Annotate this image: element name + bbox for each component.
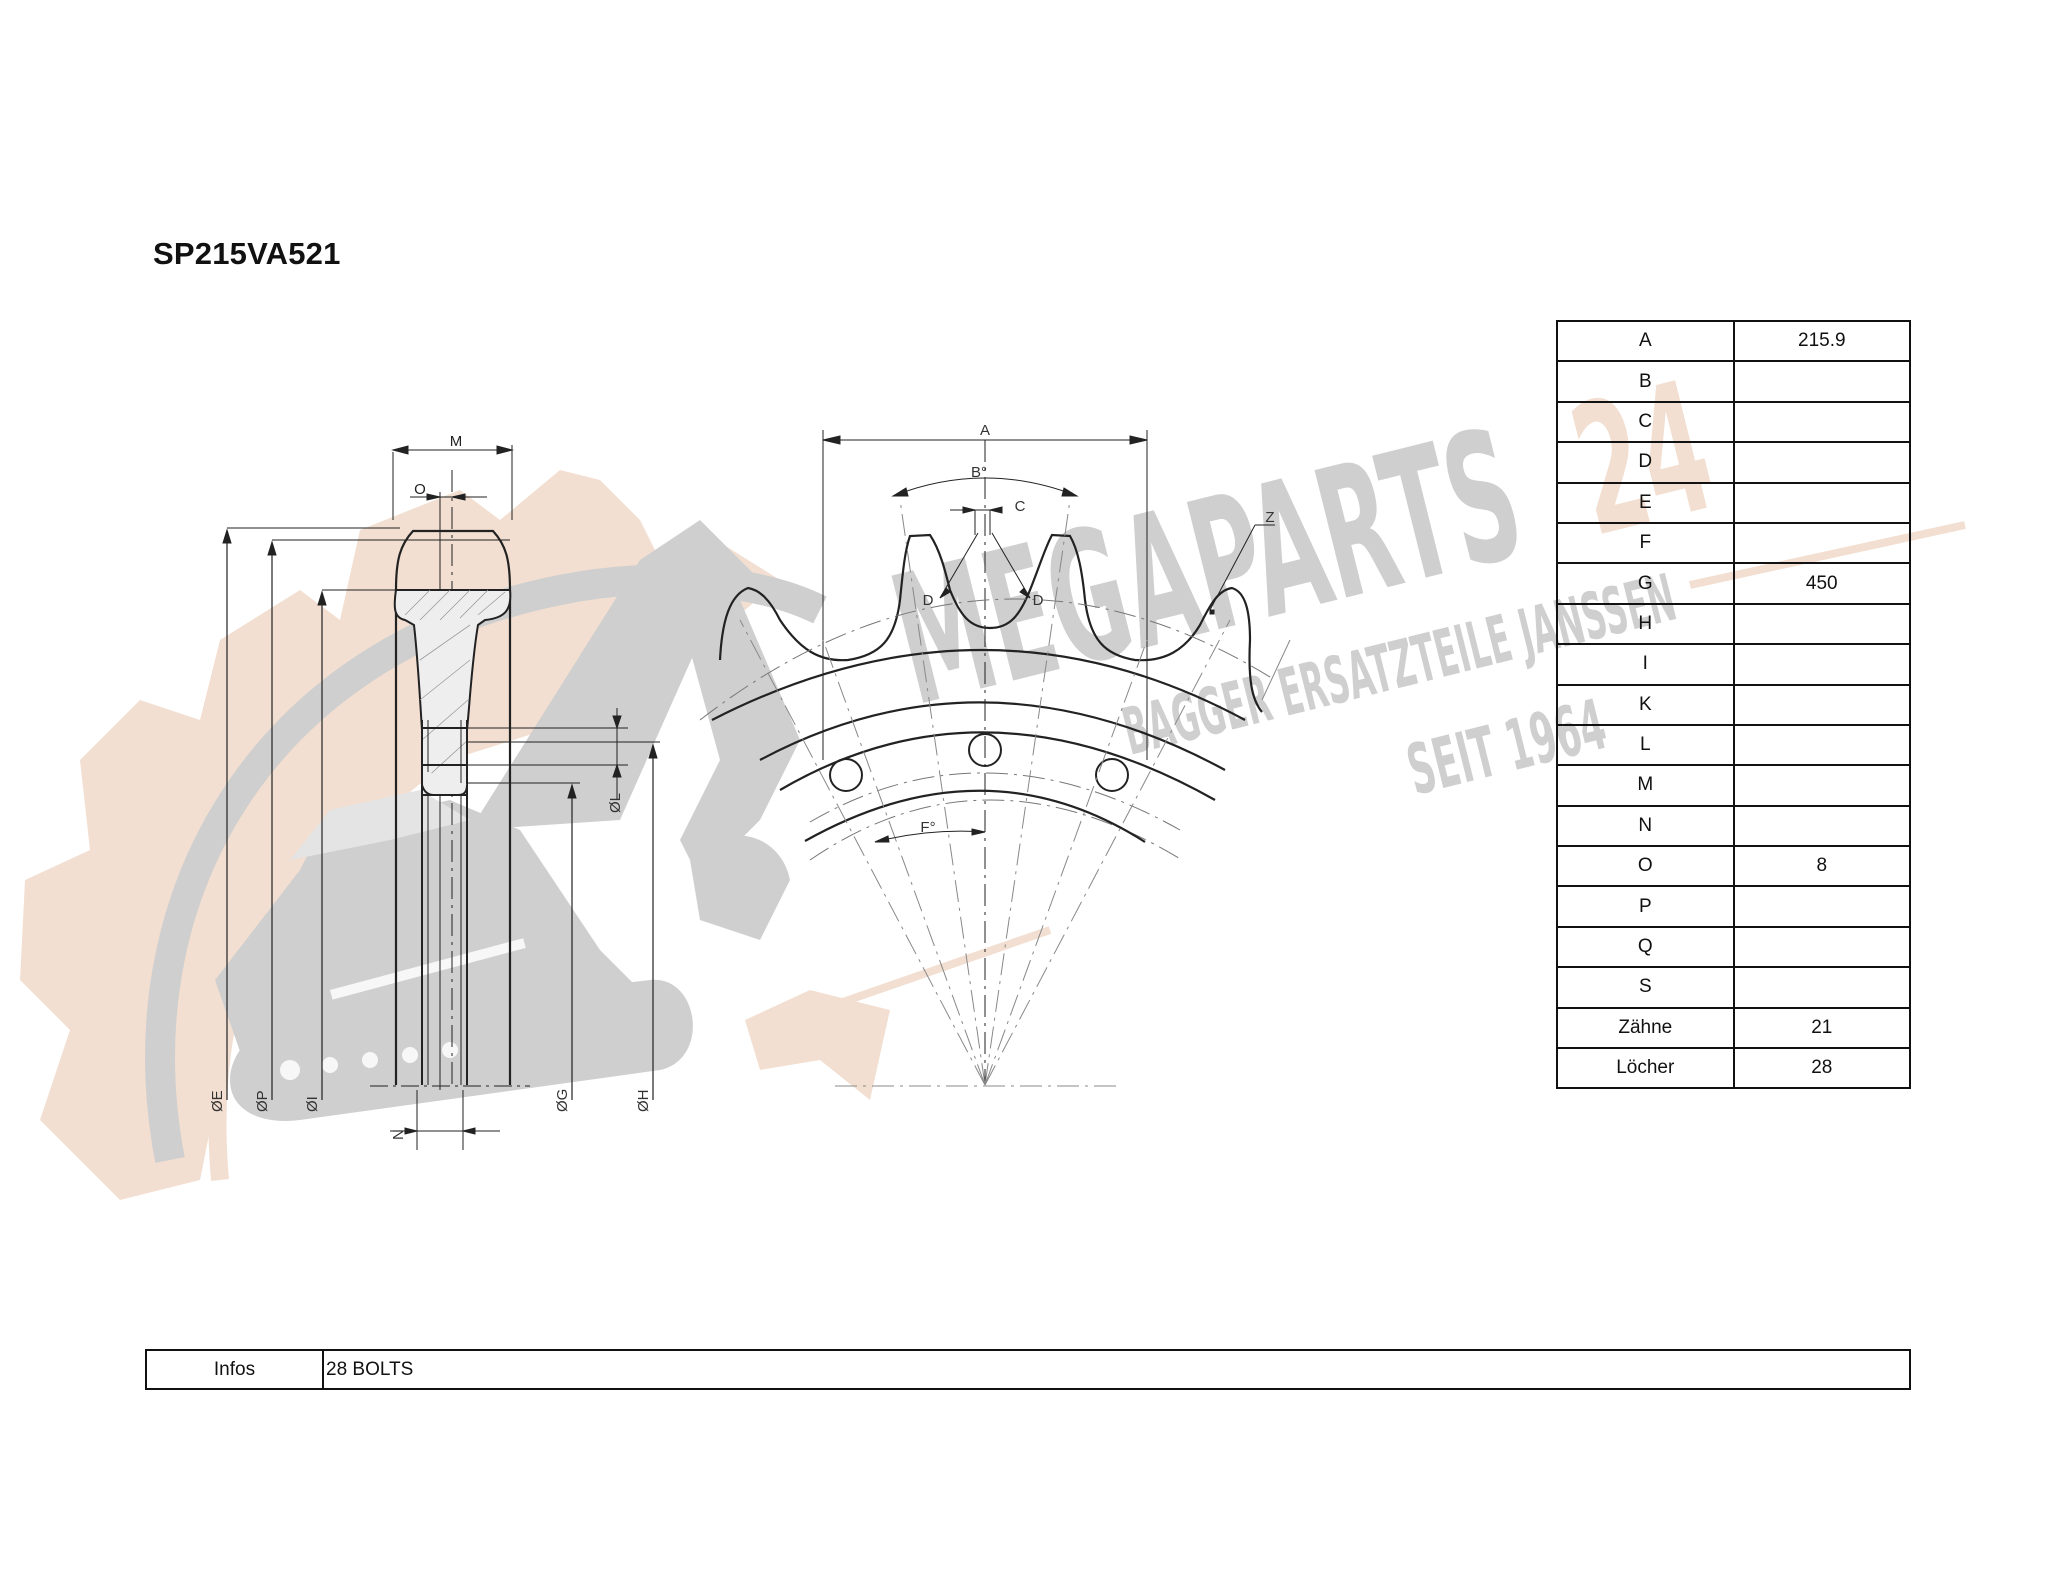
dimension-key: M [1556,764,1735,807]
dimension-key: S [1556,966,1735,1009]
svg-text:ØI: ØI [304,1096,321,1112]
svg-text:F°: F° [920,819,935,836]
svg-text:D: D [1033,592,1044,609]
dimension-key: A [1556,319,1735,363]
dimension-value: 21 [1732,1006,1912,1050]
infos-value: 28 BOLTS [322,1349,1911,1390]
infos-table: Infos 28 BOLTS [145,1349,1911,1390]
table-row: B [1556,360,1912,403]
table-row: P [1556,885,1912,928]
svg-text:M: M [450,433,463,450]
dimension-value [1732,966,1912,1009]
dimension-value: 8 [1732,845,1912,888]
dimension-key: D [1556,441,1735,484]
dimension-key: Q [1556,925,1735,969]
svg-text:ØH: ØH [635,1090,652,1113]
svg-text:N: N [390,1129,407,1140]
svg-text:B°: B° [971,464,987,481]
infos-row: Infos 28 BOLTS [145,1349,1911,1390]
table-row: I [1556,643,1912,686]
svg-text:ØL: ØL [607,793,624,813]
dimension-key: Löcher [1556,1047,1735,1090]
table-row: H [1556,602,1912,646]
dimension-key: K [1556,683,1735,726]
dimension-key: P [1556,885,1735,928]
dimension-key: N [1556,804,1735,848]
dimension-key: F [1556,521,1735,565]
table-row: K [1556,683,1912,726]
svg-text:Z: Z [1265,509,1274,526]
table-row: S [1556,966,1912,1009]
dimension-value [1732,723,1912,767]
svg-text:C: C [1015,498,1026,515]
dimension-key: H [1556,602,1735,646]
svg-text:ØG: ØG [554,1089,571,1112]
dimension-key: C [1556,400,1735,444]
infos-label: Infos [145,1349,324,1390]
table-row: C [1556,400,1912,444]
front-view-drawing [699,430,1291,1087]
dimension-value [1732,481,1912,524]
dimension-value [1732,602,1912,646]
page-title: SP215VA521 [153,236,341,271]
table-row: E [1556,481,1912,524]
dimension-key: E [1556,481,1735,524]
front-view-dim-labels: A B° C D D Z F° [920,422,1274,836]
table-row: M [1556,764,1912,807]
dimension-value [1732,521,1912,565]
table-row: Q [1556,925,1912,969]
dimension-key: O [1556,845,1735,888]
dimension-value: 215.9 [1732,319,1912,363]
dimension-key: G [1556,562,1735,605]
dimension-key: L [1556,723,1735,767]
dimension-value [1732,885,1912,928]
dimension-value [1732,360,1912,403]
table-row: F [1556,521,1912,565]
side-view-dim-labels: ØE ØP ØI ØG ØH ØL N [209,793,652,1140]
dimension-key: B [1556,360,1735,403]
svg-text:O: O [414,481,426,498]
svg-text:D: D [923,592,934,609]
table-row: L [1556,723,1912,767]
table-row: D [1556,441,1912,484]
dimension-value [1732,400,1912,444]
dimension-value [1732,643,1912,686]
dimension-value [1732,441,1912,484]
dimension-value [1732,764,1912,807]
side-view-drawing: M O [222,433,660,1150]
dimension-value: 450 [1732,562,1912,605]
svg-text:ØP: ØP [254,1090,271,1112]
dimension-key: Zähne [1556,1006,1735,1050]
svg-text:A: A [980,422,990,439]
svg-text:ØE: ØE [209,1090,226,1112]
dimension-key: I [1556,643,1735,686]
dimension-value [1732,683,1912,726]
dimension-value: 28 [1732,1047,1912,1090]
table-row: N [1556,804,1912,848]
dimension-value [1732,804,1912,848]
dimension-value [1732,925,1912,969]
